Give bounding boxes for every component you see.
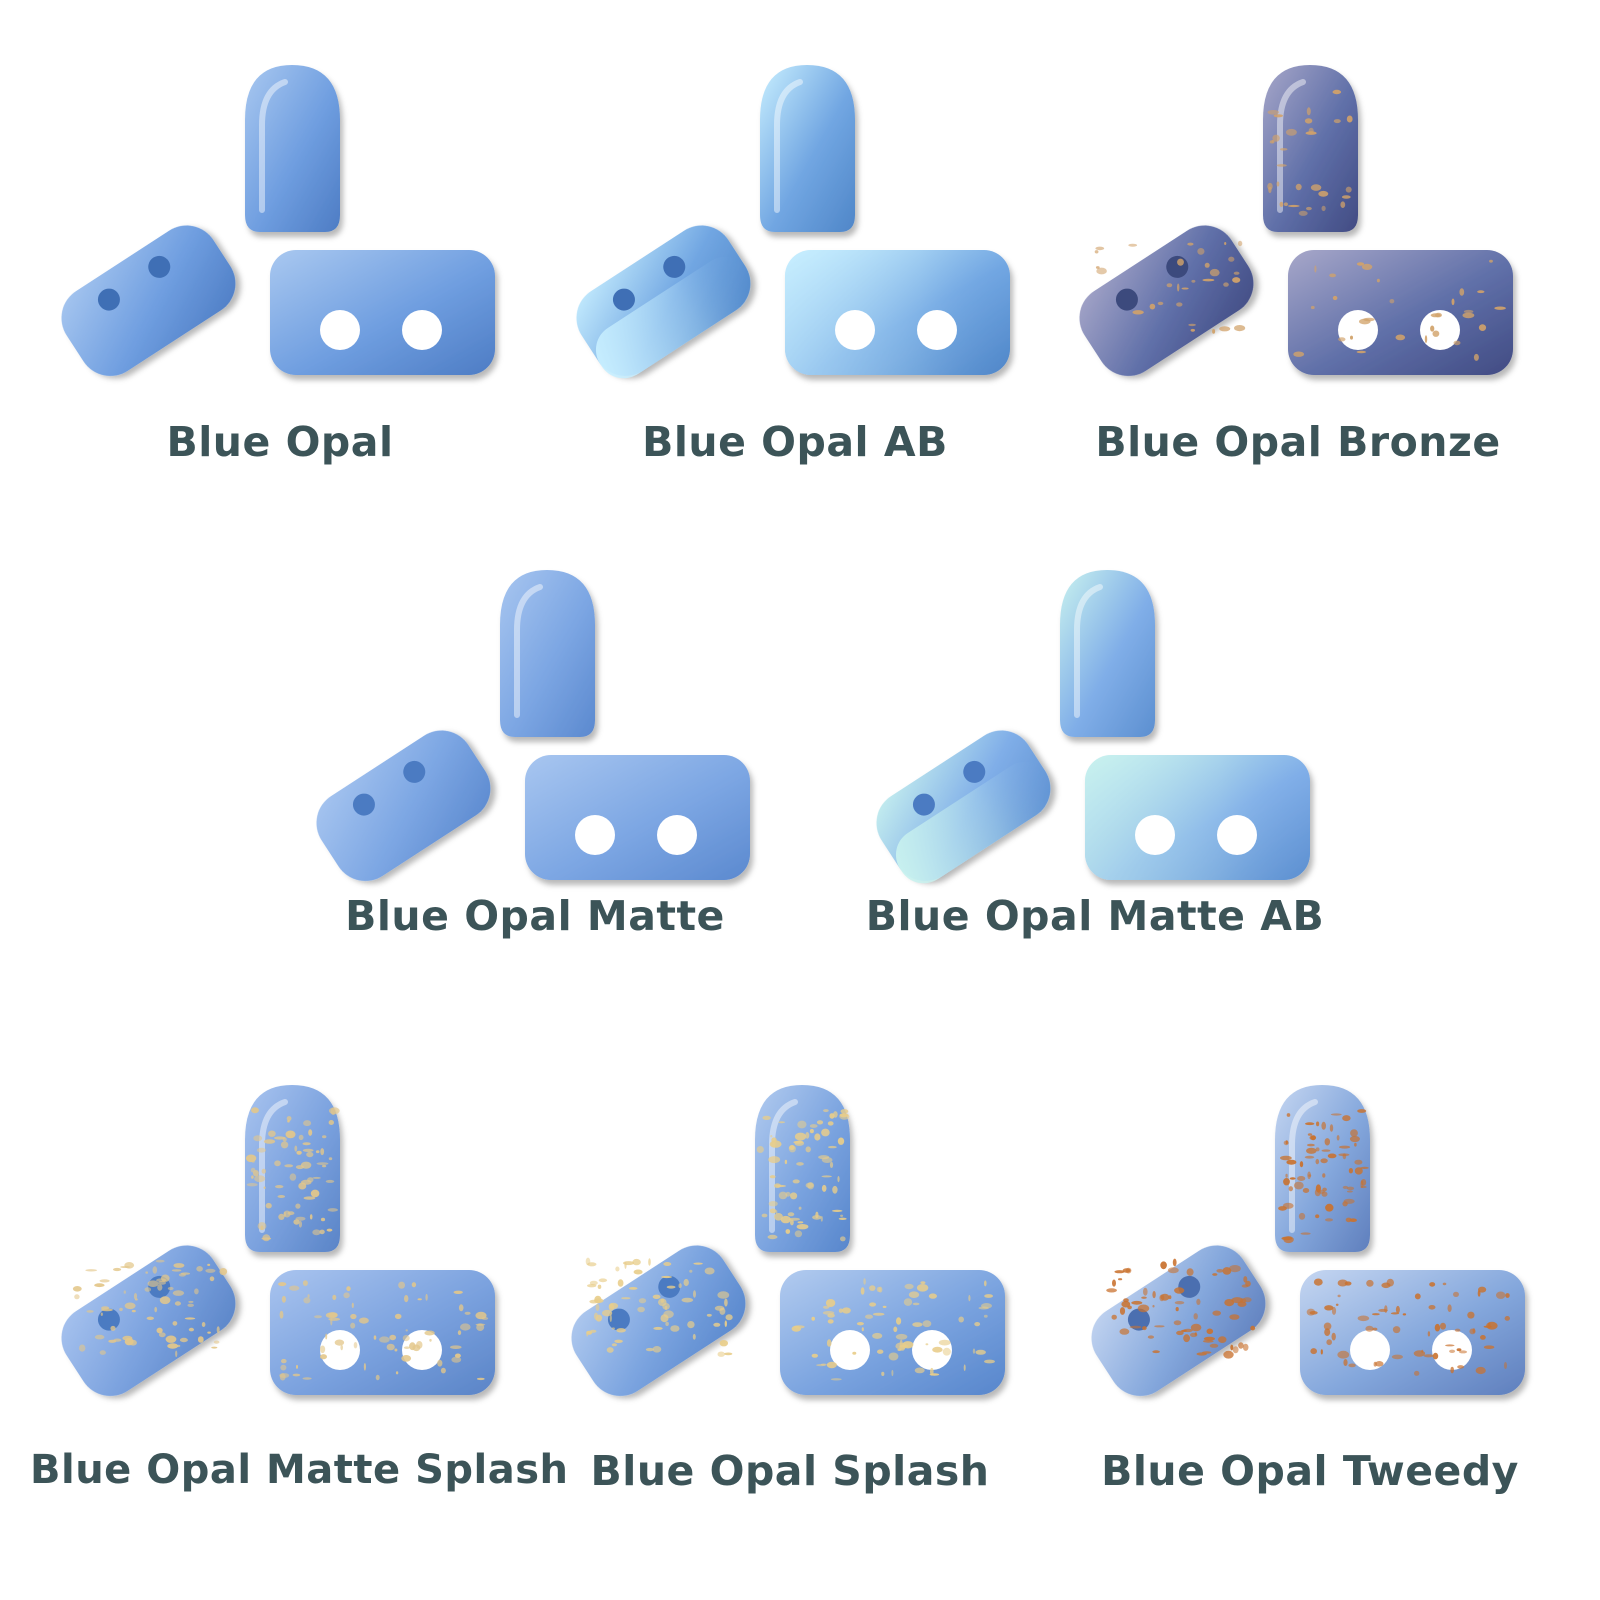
- bead-group: [876, 570, 1310, 884]
- bead-hole: [1135, 815, 1175, 855]
- surface-flecks: [1106, 1109, 1510, 1376]
- bead-highlight: [1289, 1099, 1318, 1233]
- bead-hole: [97, 288, 120, 311]
- bead-hole: [835, 310, 875, 350]
- bead-hole: [1217, 815, 1257, 855]
- swatch-blue-opal: Blue Opal: [30, 40, 530, 500]
- pointed-bead: [1275, 1085, 1370, 1252]
- swatch-blue-opal-ab: Blue Opal AB: [545, 40, 1045, 500]
- bead-hole: [912, 793, 935, 816]
- swatch-label: Blue Opal Matte: [345, 892, 725, 940]
- pointed-bead: [755, 1085, 850, 1252]
- pointed-bead: [760, 65, 855, 232]
- swatch-label: Blue Opal Bronze: [1095, 418, 1501, 466]
- bead-hole: [612, 288, 635, 311]
- bead-group: [1079, 65, 1513, 376]
- bead-hole: [657, 815, 697, 855]
- pointed-bead: [1060, 570, 1155, 737]
- swatch-blue-opal-tweedy: Blue Opal Tweedy: [1060, 1060, 1560, 1520]
- bead-highlight: [259, 1099, 288, 1233]
- bead-hole: [1127, 1308, 1150, 1331]
- brick-bead: [1288, 250, 1513, 375]
- bead-hole: [1420, 310, 1460, 350]
- swatch-blue-opal-splash: Blue Opal Splash: [540, 1060, 1040, 1520]
- bead-hole: [963, 760, 986, 783]
- pointed-bead: [1263, 65, 1358, 232]
- brick-bead: [785, 250, 1010, 375]
- bead-highlight: [1074, 584, 1103, 718]
- bead-highlight: [514, 584, 543, 718]
- brick-bead: [1085, 755, 1310, 880]
- tilted-brick-bead: [576, 225, 753, 379]
- bead-hole: [97, 1308, 120, 1331]
- bead-hole: [403, 760, 426, 783]
- bead-hole: [1178, 1275, 1201, 1298]
- bead-hole: [663, 255, 686, 278]
- pointed-bead: [245, 1085, 340, 1252]
- pointed-bead: [500, 570, 595, 737]
- swatch-label: Blue Opal: [166, 418, 394, 466]
- brick-bead: [525, 755, 750, 880]
- bead-hole: [912, 1330, 952, 1370]
- bead-hole: [1338, 310, 1378, 350]
- bead-hole: [1350, 1330, 1390, 1370]
- bead-hole: [402, 1330, 442, 1370]
- bead-hole: [575, 815, 615, 855]
- bead-group: [61, 1085, 495, 1396]
- tilted-brick-bead: [1079, 225, 1254, 376]
- swatch-label: Blue Opal Matte AB: [865, 892, 1325, 940]
- bead-hole: [320, 1330, 360, 1370]
- bead-group: [1091, 1085, 1525, 1396]
- bead-group: [316, 570, 750, 881]
- bead-hole: [320, 310, 360, 350]
- swatch-label: Blue Opal Tweedy: [1101, 1447, 1519, 1495]
- brick-bead: [270, 1270, 495, 1395]
- brick-bead: [1300, 1270, 1525, 1395]
- tilted-brick-bead: [876, 730, 1053, 884]
- surface-flecks: [585, 1109, 995, 1381]
- bead-hole: [917, 310, 957, 350]
- swatch-label: Blue Opal Splash: [590, 1447, 990, 1495]
- bead-group: [61, 65, 495, 376]
- brick-bead: [270, 250, 495, 375]
- tilted-brick-bead: [61, 225, 236, 376]
- bead-hole: [148, 255, 171, 278]
- bead-group: [571, 1085, 1005, 1396]
- bead-hole: [352, 793, 375, 816]
- swatch-blue-opal-matte-ab: Blue Opal Matte AB: [845, 545, 1345, 1005]
- bead-hole: [1115, 288, 1138, 311]
- pointed-bead: [245, 65, 340, 232]
- bead-group: [576, 65, 1010, 379]
- tilted-brick-bead: [61, 1245, 236, 1396]
- bead-hole: [607, 1308, 630, 1331]
- tilted-brick-bead: [316, 730, 491, 881]
- brick-bead: [780, 1270, 1005, 1395]
- surface-flecks: [1094, 89, 1506, 361]
- bead-highlight: [774, 79, 803, 213]
- swatch-blue-opal-bronze: Blue Opal Bronze: [1048, 40, 1548, 500]
- swatch-label: Blue Opal AB: [642, 418, 948, 466]
- bead-hole: [830, 1330, 870, 1370]
- surface-flecks: [72, 1107, 489, 1381]
- bead-hole: [402, 310, 442, 350]
- swatch-blue-opal-matte-splash: Blue Opal Matte Splash: [30, 1060, 569, 1520]
- bead-highlight: [259, 79, 288, 213]
- swatch-blue-opal-matte: Blue Opal Matte: [285, 545, 785, 1005]
- swatch-label: Blue Opal Matte Splash: [30, 1447, 569, 1493]
- bead-highlight: [1277, 79, 1306, 213]
